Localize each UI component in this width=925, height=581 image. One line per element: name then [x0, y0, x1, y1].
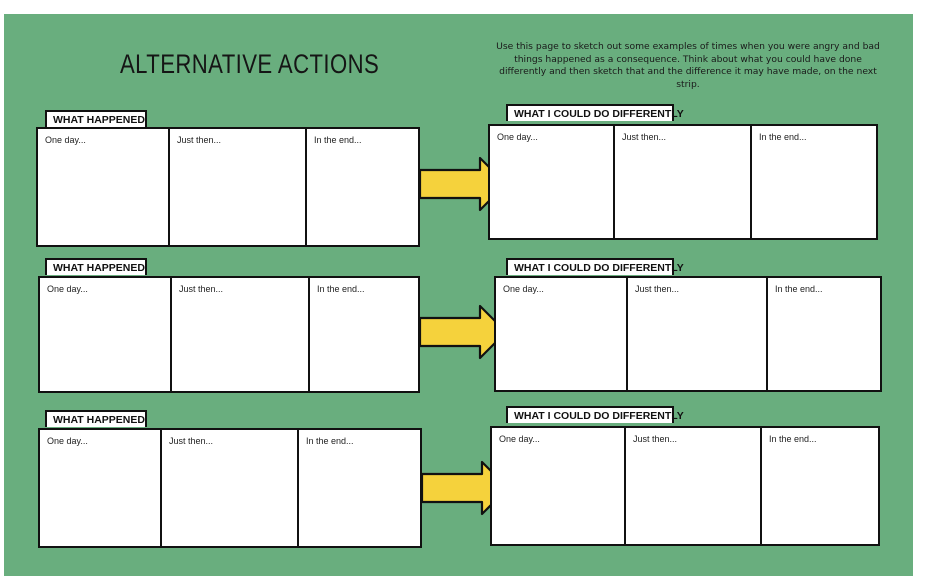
panel-label: Just then... [179, 284, 224, 294]
could-do-differently-tag-2: WHAT I COULD DO DIFFERENTLY [506, 258, 684, 275]
panel-label: Just then... [633, 434, 678, 444]
panel-in-the-end[interactable]: In the end... [760, 428, 878, 544]
panel-one-day[interactable]: One day... [40, 278, 170, 391]
panel-just-then[interactable]: Just then... [168, 129, 305, 245]
panel-just-then[interactable]: Just then... [626, 278, 766, 390]
panel-label: In the end... [769, 434, 817, 444]
panel-one-day[interactable]: One day... [38, 129, 168, 245]
panel-label: One day... [47, 436, 88, 446]
panel-in-the-end[interactable]: In the end... [297, 430, 420, 546]
what-happened-tag-1: WHAT HAPPENED [45, 110, 147, 127]
panel-one-day[interactable]: One day... [492, 428, 624, 544]
panel-label: In the end... [759, 132, 807, 142]
panel-label: Just then... [169, 436, 214, 446]
panel-one-day[interactable]: One day... [490, 126, 613, 238]
panel-label: Just then... [635, 284, 680, 294]
page-title: ALTERNATIVE ACTIONS [120, 49, 380, 79]
panel-label: One day... [499, 434, 540, 444]
panel-label: One day... [47, 284, 88, 294]
could-do-differently-strip-3: One day... Just then... In the end... [490, 426, 880, 546]
panel-label: In the end... [314, 135, 362, 145]
panel-just-then[interactable]: Just then... [170, 278, 308, 391]
panel-label: One day... [503, 284, 544, 294]
could-do-differently-strip-1: One day... Just then... In the end... [488, 124, 878, 240]
could-do-differently-tag-1: WHAT I COULD DO DIFFERENTLY [506, 104, 684, 121]
right-arrow-icon [420, 304, 508, 360]
panel-just-then[interactable]: Just then... [160, 430, 297, 546]
could-do-differently-strip-2: One day... Just then... In the end... [494, 276, 882, 392]
panel-in-the-end[interactable]: In the end... [305, 129, 418, 245]
panel-in-the-end[interactable]: In the end... [750, 126, 876, 238]
what-happened-tag-2: WHAT HAPPENED [45, 258, 147, 275]
panel-label: In the end... [306, 436, 354, 446]
instructions-text: Use this page to sketch out some example… [496, 41, 880, 90]
panel-label: In the end... [317, 284, 365, 294]
panel-label: Just then... [177, 135, 222, 145]
panel-one-day[interactable]: One day... [40, 430, 160, 546]
panel-in-the-end[interactable]: In the end... [766, 278, 880, 390]
panel-label: Just then... [622, 132, 667, 142]
panel-label: In the end... [775, 284, 823, 294]
panel-just-then[interactable]: Just then... [613, 126, 750, 238]
what-happened-strip-3: One day... Just then... In the end... [38, 428, 422, 548]
what-happened-strip-1: One day... Just then... In the end... [36, 127, 420, 247]
panel-label: One day... [45, 135, 86, 145]
panel-label: One day... [497, 132, 538, 142]
panel-in-the-end[interactable]: In the end... [308, 278, 418, 391]
what-happened-tag-3: WHAT HAPPENED [45, 410, 147, 427]
could-do-differently-tag-3: WHAT I COULD DO DIFFERENTLY [506, 406, 684, 423]
panel-one-day[interactable]: One day... [496, 278, 626, 390]
panel-just-then[interactable]: Just then... [624, 428, 760, 544]
what-happened-strip-2: One day... Just then... In the end... [38, 276, 420, 393]
